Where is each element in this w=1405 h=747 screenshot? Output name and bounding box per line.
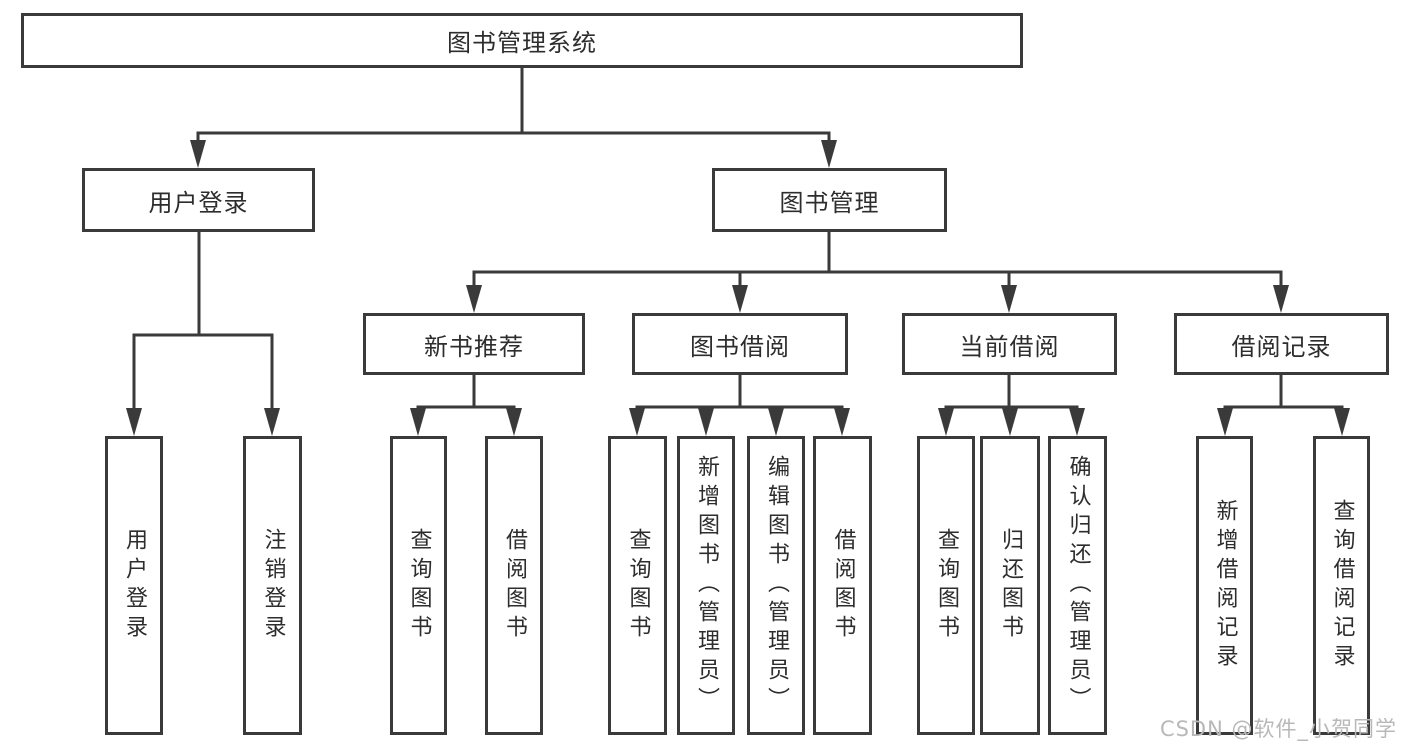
node-borrow-record: 借阅记录 [1174,313,1389,375]
leaf-query-books-recommend: 查询图书 [390,436,447,735]
node-label: 用户登录 [148,188,249,217]
node-label: 查询借阅记录 [1329,498,1355,673]
leaf-query-borrow-record: 查询借阅记录 [1313,436,1370,735]
node-label: 新增图书（管理员） [694,455,719,716]
node-label: 当前借阅 [959,332,1060,361]
node-label: 图书管理 [779,188,880,217]
node-label: 查询图书 [406,527,432,644]
node-label: 查询图书 [625,527,651,644]
node-label: 注销登录 [260,527,286,644]
node-user-login: 用户登录 [82,168,315,232]
leaf-confirm-return-admin: 确认归还（管理员） [1048,436,1107,735]
leaf-edit-books-admin: 编辑图书（管理员） [747,436,805,735]
node-label: 借阅图书 [502,527,527,644]
leaf-query-books-borrow: 查询图书 [608,436,667,735]
connector-book-management [472,232,1283,289]
node-label: 借阅图书 [830,527,856,644]
node-label: 新增借阅记录 [1212,498,1238,673]
leaf-logout: 注销登录 [243,436,302,735]
node-book-borrow: 图书借阅 [632,313,848,375]
node-label: 查询图书 [934,527,959,644]
node-label: 归还图书 [998,527,1023,644]
leaf-user-login: 用户登录 [105,436,163,735]
node-label: 新书推荐 [424,332,524,361]
node-library-management-system: 图书管理系统 [21,13,1023,68]
connector-current-borrow [944,375,1079,412]
leaf-add-borrow-record: 新增借阅记录 [1196,436,1253,735]
node-new-book-recommend: 新书推荐 [363,313,585,375]
node-book-management: 图书管理 [712,168,947,232]
leaf-borrow-books: 借阅图书 [813,436,872,735]
connector-borrow-record [1223,375,1344,412]
node-label: 借阅记录 [1231,332,1332,361]
connector-user-login [132,232,274,412]
connector-new-book [416,375,516,412]
arrowheads [126,140,1350,436]
leaf-return-books: 归还图书 [980,436,1040,735]
watermark: CSDN @软件_小贺同学 [1159,717,1397,741]
leaf-add-books-admin: 新增图书（管理员） [677,436,735,735]
connector-book-borrow [635,375,844,412]
node-label: 图书管理系统 [447,29,597,57]
connector-root [196,68,831,144]
node-current-borrow: 当前借阅 [902,313,1117,375]
leaf-borrow-books-recommend: 借阅图书 [485,436,543,735]
node-label: 图书借阅 [690,332,790,361]
leaf-query-books-current: 查询图书 [917,436,975,735]
node-label: 确认归还（管理员） [1065,455,1091,716]
node-label: 用户登录 [122,527,147,644]
node-label: 编辑图书（管理员） [764,455,789,716]
